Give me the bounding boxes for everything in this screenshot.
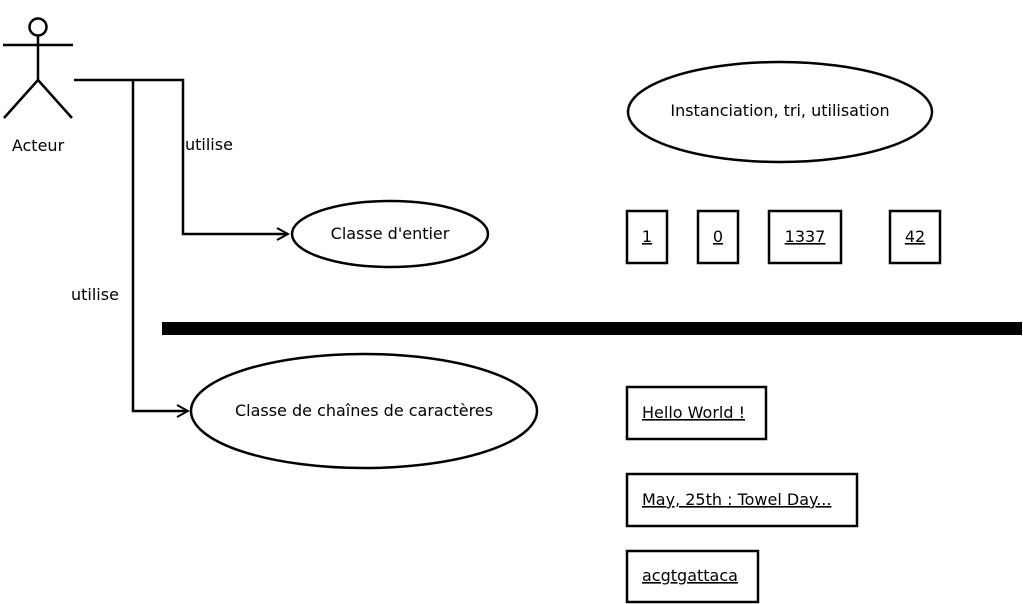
use-case-integer-class [290, 199, 490, 269]
actor-label: Acteur [12, 136, 65, 155]
separator-bar [162, 322, 1022, 335]
edge-actor-to-integer-class [74, 78, 288, 234]
actor-left-leg [3, 79, 39, 119]
string-instance-label: May, 25th : Towel Day... [642, 490, 831, 509]
integer-instance-label: 1 [642, 227, 652, 246]
string-instance-box [625, 472, 859, 528]
integer-instance-box [767, 209, 843, 265]
edge-actor-to-string-class [131, 80, 188, 411]
integer-instance-label: 0 [713, 227, 723, 246]
integer-instance-label: 1337 [785, 227, 826, 246]
use-case-integer-class-label: Classe d'entier [331, 224, 450, 243]
actor-head [28, 17, 48, 37]
use-case-instantiation-label: Instanciation, tri, utilisation [670, 101, 889, 120]
use-case-instantiation [626, 60, 934, 164]
string-instance-label: Hello World ! [642, 403, 745, 422]
integer-instance-box [625, 209, 669, 265]
edge-label-uses-integer: utilise [185, 135, 233, 154]
use-case-string-class [189, 352, 539, 470]
actor-right-leg [37, 79, 73, 119]
integer-instance-box [696, 209, 740, 265]
integer-instance-box [888, 209, 942, 265]
edge-label-uses-string: utilise [71, 285, 119, 304]
use-case-string-class-label: Classe de chaînes de caractères [235, 401, 493, 420]
string-instance-box [625, 549, 760, 604]
string-instances: Hello World ! May, 25th : Towel Day... a… [625, 385, 859, 604]
integer-instances: 1 0 1337 42 [625, 209, 942, 265]
actor-figure [3, 17, 73, 119]
integer-instance-label: 42 [905, 227, 925, 246]
string-instance-box [625, 385, 768, 441]
string-instance-label: acgtgattaca [642, 566, 738, 585]
